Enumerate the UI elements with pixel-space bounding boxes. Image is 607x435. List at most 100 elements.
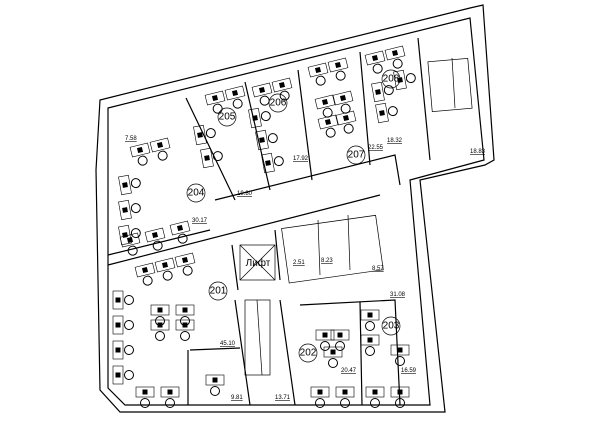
workstation [112,290,134,310]
area-label: 31.08 [390,292,406,298]
area-label: 20.47 [341,368,357,374]
stair-wall [279,299,296,406]
workstation [360,334,380,356]
workstation [200,147,223,169]
workstation [205,374,225,396]
stair-wall [234,299,251,406]
workstation [193,124,216,146]
workstation [384,45,406,69]
room-204: 204 [186,183,206,203]
room-202-203-wall [299,299,401,406]
workstation [175,319,195,341]
area-label: 13.71 [275,395,291,401]
staircase-top [427,57,473,113]
workstation [150,319,170,341]
area-label: 30.17 [192,218,208,224]
walls: Лифт [95,4,495,413]
partition-205-206 [244,81,271,191]
lift-shaft [239,244,276,281]
room-207: 207 [346,145,366,165]
furniture [112,45,416,408]
workstation [144,227,166,251]
area-label: 2.51 [293,260,305,266]
workstation [255,129,278,151]
workstation [310,386,330,408]
svg-text:205: 205 [219,112,236,123]
workstation [332,90,354,114]
workstation [307,62,329,86]
workstation [129,142,151,166]
workstation [330,329,350,351]
workstation [154,257,176,281]
workstation [119,232,141,256]
workstation [149,137,171,161]
wc-block [281,214,384,284]
svg-text:208: 208 [383,74,400,85]
room-203: 203 [381,316,401,336]
room-205: 205 [217,107,237,127]
partition-202-203 [359,301,363,406]
workstation [118,174,141,196]
area-label: 22.55 [368,145,384,151]
inner-wall [107,17,485,406]
area-label: 18.83 [470,149,486,155]
outer-wall [95,4,495,413]
room-202: 202 [298,343,318,363]
room-208: 208 [381,69,401,89]
workstation [169,220,191,244]
area-labels: 7.58 30.17 19.80 17.92 22.55 18.32 18.83… [125,136,486,401]
workstation [160,386,180,408]
workstation [175,304,195,326]
svg-text:206: 206 [270,98,287,109]
room-206: 206 [268,93,288,113]
workstation [134,262,156,286]
workstation [327,57,349,81]
workstation [118,199,141,221]
lift-wall [274,229,281,281]
corridor-wall-top [214,154,401,201]
partition-206-207 [297,69,313,181]
workstation [364,50,386,74]
room-201: 201 [208,281,228,301]
workstation [135,386,155,408]
lift-wall [231,244,239,291]
workstation [150,304,170,326]
room-labels: 201 202 203 204 205 206 207 208 [186,69,401,363]
workstation [224,85,246,109]
staircase-bottom [244,299,271,376]
area-label: 45.10 [220,341,236,347]
partition-208-stair [417,37,431,161]
area-label: 8.57 [372,266,384,272]
room-small-wall [189,347,241,351]
partition-207-208 [359,51,371,166]
area-label: 16.59 [401,368,417,374]
area-label: 17.92 [293,156,309,162]
area-label: 9.81 [231,395,243,401]
corridor-wall-bottom [107,194,381,266]
workstation [271,77,293,101]
workstation [360,309,380,331]
area-label: 18.32 [387,138,403,144]
workstation [335,386,355,408]
workstation [112,365,134,385]
workstation [112,340,134,360]
workstation [248,107,271,129]
workstation [314,94,336,118]
workstation [371,81,394,103]
workstation [323,346,343,368]
svg-text:207: 207 [348,150,365,161]
workstation [315,329,335,351]
area-label: 7.58 [125,136,137,142]
svg-text:203: 203 [383,321,400,332]
workstation [317,114,339,138]
svg-text:202: 202 [300,348,317,359]
workstation [335,110,357,134]
corridor-wall-bottom-2 [107,229,211,256]
lift-label: Лифт [246,257,271,269]
workstation [390,386,410,408]
area-label: 19.80 [237,191,253,197]
workstation [390,344,410,366]
area-label: 8.23 [321,258,333,264]
workstation [112,315,134,335]
